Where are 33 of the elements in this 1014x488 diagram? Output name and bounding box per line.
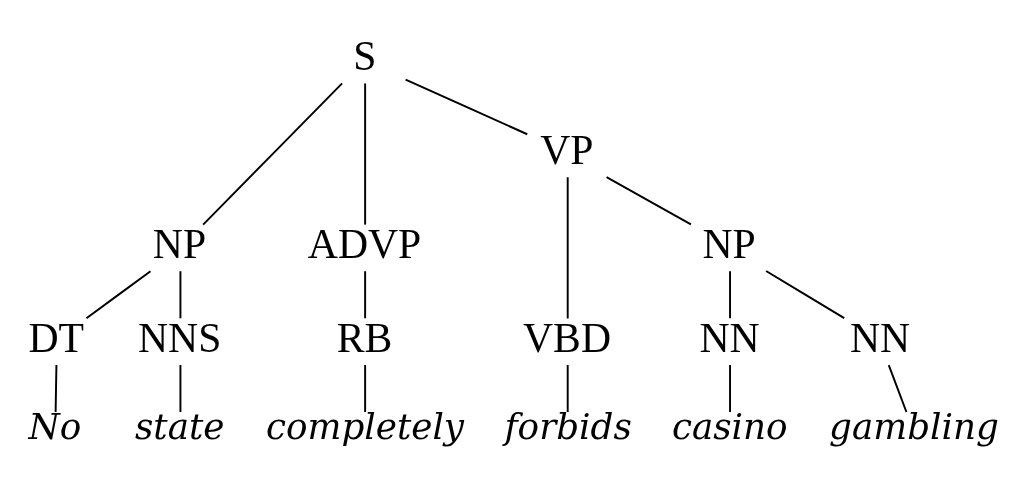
node-text: DT	[28, 314, 85, 361]
connector	[85, 270, 152, 320]
node-text: state	[134, 406, 225, 448]
node-text: casino	[671, 406, 788, 448]
connector	[605, 176, 692, 226]
connector	[765, 270, 846, 320]
connector	[729, 364, 731, 413]
connector	[887, 364, 908, 413]
node-text: No	[28, 406, 82, 448]
node-text: NN	[699, 314, 760, 361]
node-text: ADVP	[307, 221, 422, 267]
node-text: NP	[702, 221, 756, 267]
connector	[364, 364, 367, 413]
connector	[729, 270, 731, 320]
node-text: NP	[152, 221, 207, 267]
node-text: NNS	[137, 314, 222, 361]
connector	[202, 82, 344, 226]
node-text: RB	[336, 314, 393, 361]
connector	[179, 364, 182, 413]
node-text: completely	[266, 406, 465, 448]
connector	[54, 364, 58, 413]
node-text: NN	[849, 314, 911, 361]
connector	[404, 78, 529, 136]
connector	[566, 176, 569, 320]
connector	[364, 82, 367, 226]
node-text: VP	[540, 127, 594, 174]
node-text: VBD	[523, 314, 612, 361]
node-text: gambling	[829, 406, 999, 448]
connector	[179, 270, 182, 320]
connector	[364, 270, 367, 320]
node-text: forbids	[504, 406, 632, 448]
node-text: S	[353, 33, 377, 80]
connector	[566, 364, 569, 413]
